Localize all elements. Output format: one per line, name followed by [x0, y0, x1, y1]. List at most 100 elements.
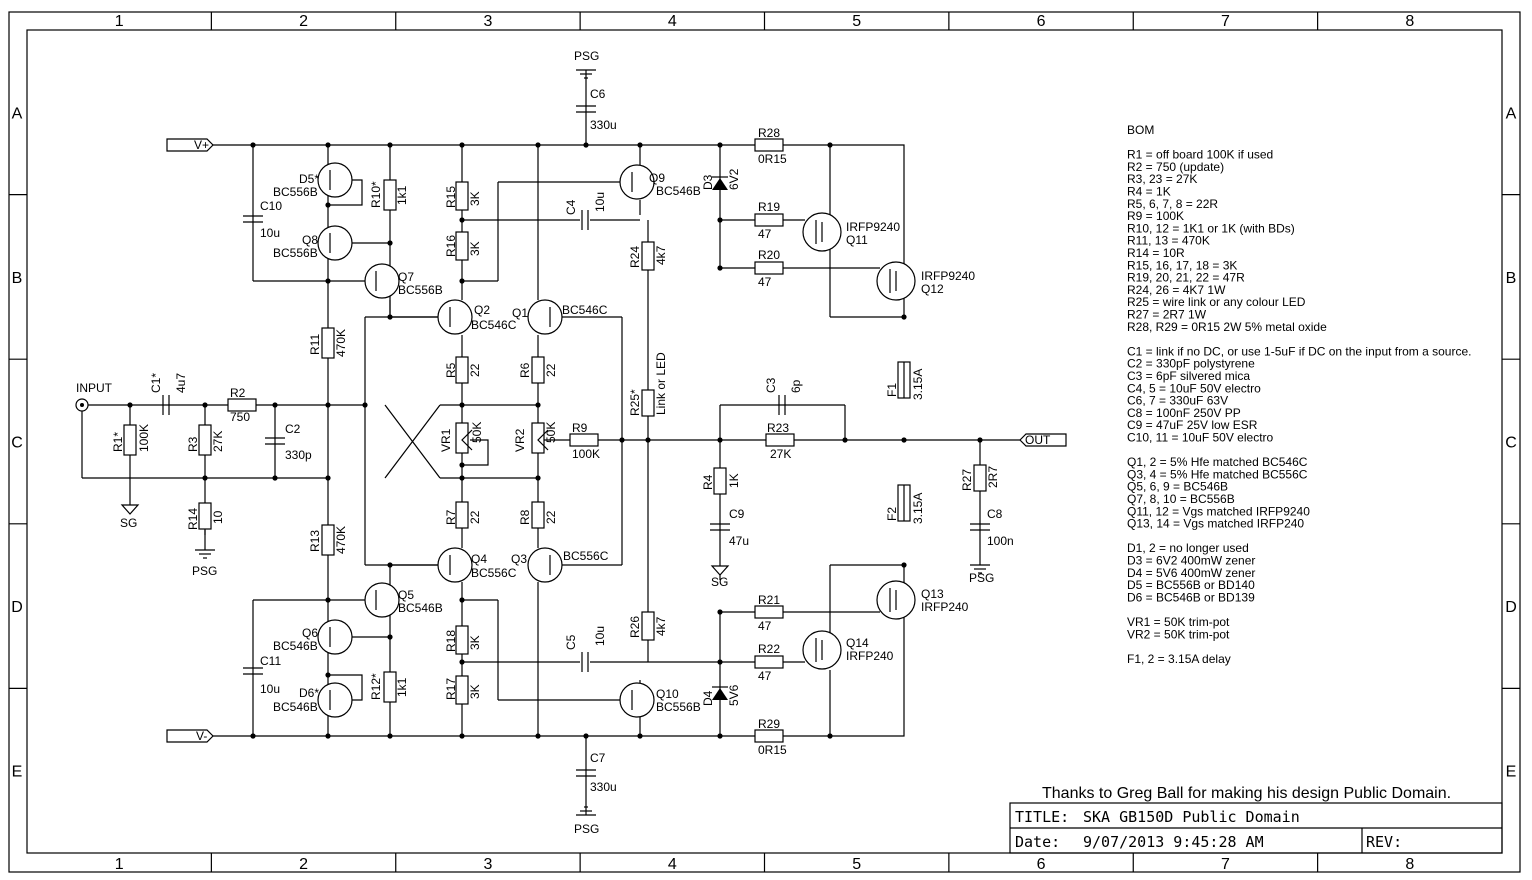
label-q5: Q5: [398, 588, 414, 602]
bom-line: C6, 7 = 330uF 63V: [1127, 394, 1228, 408]
type-q12: IRFP9240: [921, 269, 975, 283]
value-r2: 750: [230, 410, 250, 424]
grid-col-bottom-5: 5: [852, 856, 861, 873]
value-r12: 1k1: [395, 677, 409, 697]
label-r17: R17: [444, 678, 458, 700]
type-q6: BC546B: [273, 639, 318, 653]
grid-col-top-7: 7: [1221, 13, 1230, 30]
label-r28: R28: [758, 126, 780, 140]
capacitor-c11: [243, 667, 263, 675]
label-q10: Q10: [656, 687, 679, 701]
grid-col-top-6: 6: [1037, 13, 1046, 30]
label-c4: C4: [564, 199, 578, 215]
label-r27: R27: [960, 469, 974, 491]
value-r9: 100K: [572, 447, 600, 461]
value-c11: 10u: [260, 682, 280, 696]
value-d3: 6V2: [727, 168, 741, 190]
value-c4: 10u: [593, 192, 607, 212]
transistor-d5: [317, 162, 353, 198]
input-label: INPUT: [76, 381, 113, 395]
value-r29: 0R15: [758, 743, 787, 757]
label-r19: R19: [758, 200, 780, 214]
grid-col-bottom-4: 4: [668, 856, 677, 873]
grid-row-right-E: E: [1506, 764, 1517, 781]
resistor-r12: [383, 671, 397, 703]
value-f1: 3.15A: [911, 369, 925, 400]
label-c3: C3: [764, 377, 778, 393]
bom-line: Q3, 4 = 5% Hfe matched BC556C: [1127, 467, 1308, 481]
value-c7: 330u: [590, 780, 617, 794]
label-c11: C11: [260, 654, 281, 668]
label-r16: R16: [444, 235, 458, 257]
bom-line: C9 = 47uF 25V low ESR: [1127, 418, 1258, 432]
bom-line: C1 = link if no DC, or use 1-5uF if DC o…: [1127, 344, 1471, 358]
transistor-q5: [364, 582, 400, 618]
value-r10: 1k1: [395, 185, 409, 205]
label-r22: R22: [758, 642, 780, 656]
label-r12: R12*: [369, 673, 383, 700]
transistor-d6: [317, 682, 353, 718]
bom-line: C8 = 100nF 250V PP: [1127, 406, 1241, 420]
grid-col-bottom-2: 2: [299, 856, 308, 873]
resistor-r20: [754, 261, 784, 275]
label-r25: R25*: [628, 389, 642, 416]
junction-dots: [127, 142, 983, 739]
out-label: OUT: [1025, 433, 1051, 447]
resistor-r1: [123, 424, 137, 456]
label-q11: Q11: [846, 233, 868, 247]
label-r26: R26: [628, 616, 642, 638]
value-r16: 3K: [468, 241, 482, 256]
bom-line: Q7, 8, 10 = BC556B: [1127, 492, 1235, 506]
bom-line: D6 = BC546B or BD139: [1127, 590, 1255, 604]
vminus-label: V-: [196, 729, 207, 743]
title-label: TITLE:: [1015, 808, 1069, 826]
type-q2: BC546C: [471, 318, 517, 332]
resistor-r6: [531, 356, 545, 384]
label-r13: R13: [308, 530, 322, 552]
capacitor-c4: [581, 210, 589, 230]
label-r29: R29: [758, 717, 780, 731]
label-d4: D4: [701, 690, 715, 706]
label-c6: C6: [590, 87, 606, 101]
value-r20: 47: [758, 275, 772, 289]
capacitor-c6: [576, 105, 596, 113]
label-r4: R4: [701, 474, 715, 490]
label-r24: R24: [628, 246, 642, 268]
bom-line: R25 = wire link or any colour LED: [1127, 295, 1306, 309]
transistor-q9: [619, 164, 655, 200]
label-vr2: VR2: [513, 428, 527, 452]
label-r18: R18: [444, 630, 458, 652]
date-label: Date:: [1015, 833, 1060, 851]
value-r25: Link or LED: [654, 352, 668, 415]
value-r17: 3K: [468, 684, 482, 699]
psg-label-c8: PSG: [969, 571, 994, 585]
value-r22: 47: [758, 669, 772, 683]
resistor-r15: [455, 181, 469, 211]
bom-line: R28, R29 = 0R15 2W 5% metal oxide: [1127, 320, 1327, 334]
resistor-r7: [455, 501, 469, 529]
type-q10: BC556B: [656, 700, 701, 714]
mosfet-q11: [802, 212, 842, 252]
type-q11: IRFP9240: [846, 220, 900, 234]
bom-line: R27 = 2R7 1W: [1127, 308, 1207, 322]
resistor-r2: [227, 398, 257, 412]
resistor-r23: [765, 433, 795, 447]
bom-line: R19, 20, 21, 22 = 47R: [1127, 271, 1245, 285]
type-q5: BC546B: [398, 601, 443, 615]
sg-label-r1: SG: [120, 516, 137, 530]
label-q6: Q6: [302, 626, 318, 640]
capacitors: [162, 105, 990, 777]
label-q7: Q7: [398, 270, 414, 284]
value-r26: 4k7: [654, 616, 668, 636]
bom-line: R2 = 750 (update): [1127, 160, 1224, 174]
value-c1: 4u7: [174, 373, 188, 393]
resistor-r21: [754, 605, 784, 619]
value-r14: 10: [211, 510, 225, 524]
grid-row-left-E: E: [12, 764, 23, 781]
bom-line: C3 = 6pF silvered mica: [1127, 369, 1250, 383]
type-q8: BC556B: [273, 246, 318, 260]
label-f1: F1: [885, 383, 899, 397]
grid-col-bottom-3: 3: [483, 856, 492, 873]
grid-row-right-A: A: [1506, 105, 1517, 122]
